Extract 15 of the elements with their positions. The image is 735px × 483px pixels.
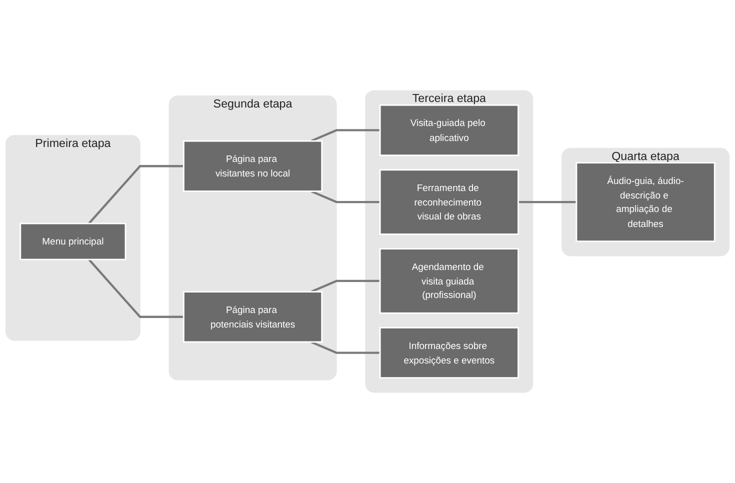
node-box: Ferramenta de reconhecimento visual de obras xyxy=(379,169,519,235)
connector xyxy=(310,129,380,142)
connector xyxy=(310,280,380,293)
node-box: Áudio-guia, áudio-descrição e ampliação de detalhes xyxy=(576,162,716,242)
connector xyxy=(310,190,380,204)
node-box: Página para potenciais visitantes xyxy=(182,291,323,343)
node-box: Visita-guiada pelo aplicativo xyxy=(379,104,519,156)
node-box: Página para visitantes no local xyxy=(182,140,323,192)
node-box: Agendamento de visita guiada (profissional) xyxy=(379,248,519,314)
node-box: Informações sobre exposições e eventos xyxy=(379,326,519,379)
connector xyxy=(88,258,184,318)
connector xyxy=(518,200,576,204)
node-box: Menu principal xyxy=(20,222,126,260)
connector xyxy=(88,165,184,224)
connector xyxy=(310,340,380,354)
